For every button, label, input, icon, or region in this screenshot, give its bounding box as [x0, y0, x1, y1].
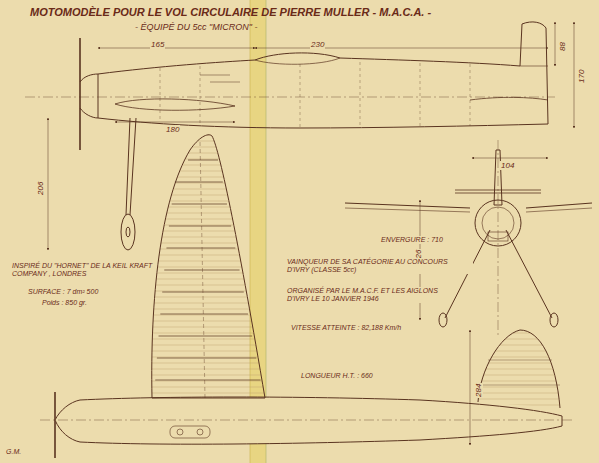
dimension: 104 — [500, 161, 515, 170]
wing-rib — [172, 204, 227, 205]
dimension: LONGUEUR H.T. : 660 — [300, 372, 374, 380]
wing-rib — [164, 270, 239, 271]
wing-rib — [162, 292, 244, 293]
wing-rib — [175, 182, 223, 183]
dimension: 170 — [577, 69, 586, 84]
wing-rib — [159, 336, 253, 337]
subtitle: - ÉQUIPÉ DU 5cc "MICRON" - — [135, 22, 257, 32]
wing-rib — [157, 358, 257, 359]
wing-rib — [160, 314, 248, 315]
note: VITESSE ATTEINTE : 82,188 Km/h — [290, 324, 402, 332]
dimension: 206 — [36, 181, 45, 196]
dimension: 88 — [558, 41, 567, 52]
drawing-title: MOTOMODÈLE POUR LE VOL CIRCULAIRE DE PIE… — [30, 6, 431, 19]
note: VAINQUEUR DE SA CATÉGORIE AU CONCOURS D'… — [286, 258, 473, 274]
note: INSPIRÉ DU "HORNET" DE LA KEIL KRAFT COM… — [12, 262, 162, 278]
note: ORGANISÉ PAR LE M.A.C.F. ET LES AIGLONS … — [286, 287, 443, 303]
dimension: 165 — [150, 40, 165, 49]
wing-rib — [166, 248, 235, 249]
dimension: 230 — [310, 40, 325, 49]
note: SURFACE : 7 dm² 500 — [28, 288, 98, 296]
signature: G.M. — [6, 448, 21, 456]
wing-rib — [155, 380, 260, 381]
wing-rib — [188, 160, 218, 161]
dimension: 180 — [165, 125, 180, 134]
dimension: 284 — [474, 383, 483, 398]
wing-rib — [169, 226, 231, 227]
dimension: ENVERGURE : 710 — [380, 236, 444, 244]
note: Poids : 850 gr. — [42, 299, 87, 307]
